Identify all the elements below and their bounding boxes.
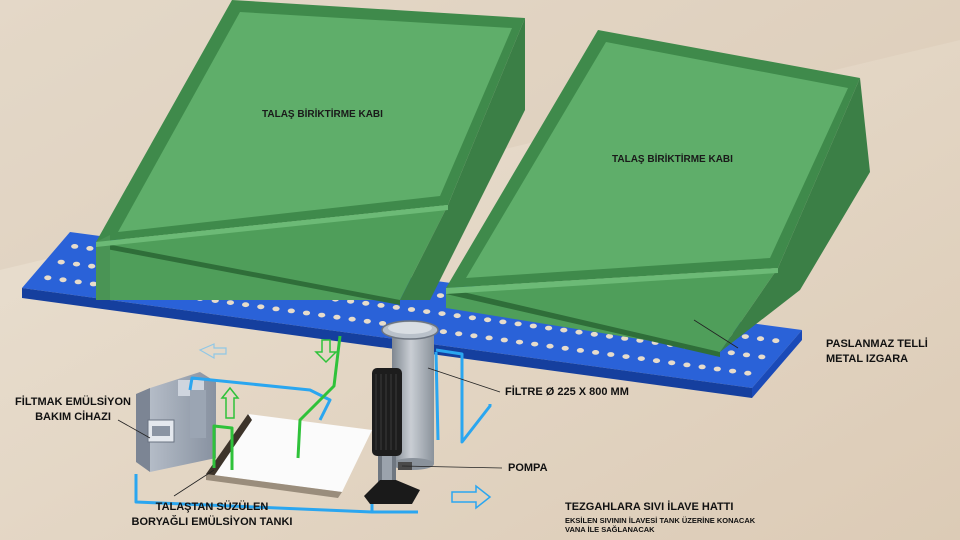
grate-hole bbox=[89, 281, 97, 287]
grate-hole bbox=[88, 263, 96, 269]
grate-hole bbox=[44, 275, 52, 281]
grate-hole bbox=[377, 303, 385, 308]
grate-hole bbox=[576, 348, 585, 353]
chip-tray-1 bbox=[96, 0, 525, 305]
flow-arrow-down bbox=[314, 339, 338, 364]
grate-label-line2: METAL IZGARA bbox=[826, 353, 909, 365]
tank-label-line2: BORYAĞLI EMÜLSİYON TANKI bbox=[131, 516, 293, 528]
grate-hole bbox=[727, 350, 735, 356]
grate-hole bbox=[74, 279, 82, 285]
grate-hole bbox=[607, 352, 615, 357]
filter-housing bbox=[381, 320, 439, 470]
grate-hole bbox=[438, 311, 446, 316]
grate-hole bbox=[436, 293, 445, 298]
grate-hole bbox=[590, 331, 598, 337]
grate-hole bbox=[756, 336, 765, 342]
supply-line-note2: VANA İLE SAĞLANACAK bbox=[565, 525, 655, 534]
grate-hole bbox=[318, 312, 326, 318]
grate-hole bbox=[363, 318, 371, 324]
grate-hole bbox=[453, 313, 461, 319]
emulsion-tank-opening bbox=[206, 414, 372, 498]
grate-hole bbox=[500, 337, 508, 343]
grate-hole bbox=[71, 244, 79, 249]
grate-hole bbox=[772, 338, 780, 344]
supply-line-note1: EKSİLEN SIVININ İLAVESİ TANK ÜZERİNE KON… bbox=[565, 516, 756, 525]
grate-hole bbox=[560, 327, 568, 333]
green-return-pipe bbox=[212, 335, 342, 470]
grate-hole bbox=[622, 354, 630, 359]
grate-hole bbox=[605, 333, 614, 339]
device-label-line2: BAKIM CİHAZI bbox=[35, 411, 111, 423]
grate-hole bbox=[515, 339, 524, 345]
grate-hole bbox=[637, 356, 645, 361]
grate-hole bbox=[592, 350, 600, 355]
grate-hole bbox=[423, 309, 431, 314]
pump-unit bbox=[364, 368, 420, 504]
grate-hole bbox=[621, 336, 629, 341]
grate-hole bbox=[72, 261, 81, 267]
grate-hole bbox=[348, 316, 356, 322]
grate-hole bbox=[407, 307, 416, 312]
grate-hole bbox=[741, 334, 749, 339]
grate-hole bbox=[683, 362, 691, 368]
grate-hole bbox=[713, 366, 721, 372]
supply-line-title: TEZGAHLARA SIVI İLAVE HATTI bbox=[565, 501, 734, 513]
grate-hole bbox=[698, 364, 706, 370]
tray-1-label: TALAŞ BİRİKTİRME KABI bbox=[262, 109, 383, 120]
flow-arrow-right bbox=[451, 484, 492, 510]
grate-hole bbox=[272, 306, 280, 312]
tank-label-line1: TALAŞTAN SÜZÜLEN bbox=[155, 501, 269, 513]
grate-hole bbox=[546, 343, 554, 349]
grate-hole bbox=[729, 368, 737, 374]
grate-hole bbox=[455, 331, 463, 337]
grate-hole bbox=[347, 298, 355, 304]
grate-hole bbox=[499, 319, 507, 325]
grate-hole bbox=[561, 345, 569, 351]
grate-hole bbox=[531, 341, 539, 347]
grate-hole bbox=[362, 300, 370, 306]
grate-hole bbox=[257, 304, 265, 310]
grate-hole bbox=[758, 354, 766, 360]
grate-hole bbox=[439, 329, 447, 335]
chip-tray-2 bbox=[446, 30, 870, 357]
tray-2-label: TALAŞ BİRİKTİRME KABI bbox=[612, 154, 733, 165]
maintenance-device bbox=[136, 372, 216, 472]
grate-hole bbox=[545, 325, 553, 331]
grate-hole bbox=[652, 358, 661, 364]
flow-arrow-up bbox=[220, 386, 240, 419]
grate-hole bbox=[468, 315, 476, 321]
filter-label: FİLTRE Ø 225 X 800 MM bbox=[505, 386, 629, 398]
grate-hole bbox=[242, 302, 250, 308]
grate-hole bbox=[529, 323, 537, 329]
grate-hole bbox=[379, 321, 387, 326]
grate-hole bbox=[575, 329, 583, 335]
grate-hole bbox=[514, 321, 522, 327]
grate-label-line1: PASLANMAZ TELLİ bbox=[826, 338, 928, 350]
device-label-line1: FİLTMAK EMÜLSİYON bbox=[15, 396, 131, 408]
grate-hole bbox=[470, 333, 478, 339]
flow-arrow-left-faint bbox=[198, 343, 227, 360]
grate-hole bbox=[333, 314, 341, 320]
grate-hole bbox=[59, 277, 67, 283]
grate-hole bbox=[57, 259, 65, 265]
grate-hole bbox=[742, 352, 751, 358]
pump-label: POMPA bbox=[508, 462, 548, 474]
grate-hole bbox=[744, 370, 752, 376]
grate-hole bbox=[392, 305, 400, 310]
grate-hole bbox=[668, 360, 676, 366]
grate-hole bbox=[287, 308, 295, 314]
label-leader-lines bbox=[117, 319, 739, 497]
grate-hole bbox=[302, 310, 311, 316]
grate-hole bbox=[226, 300, 234, 305]
grate-hole bbox=[484, 317, 492, 323]
grate-hole bbox=[86, 246, 94, 251]
grate-hole bbox=[485, 335, 493, 341]
